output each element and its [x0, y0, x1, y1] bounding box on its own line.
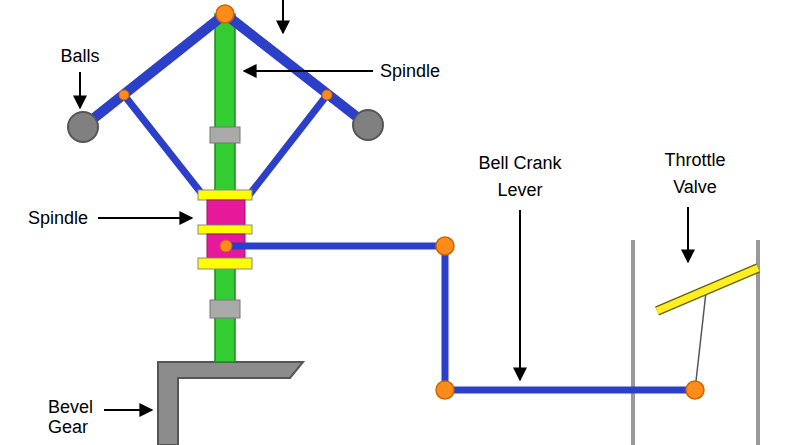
part-label: Bell Crank Lever: [465, 150, 575, 204]
sleeve-band: [198, 190, 252, 200]
leader-arrow: [98, 217, 192, 219]
joint: [436, 237, 454, 255]
joint: [322, 90, 332, 100]
part-label: Bevel Gear: [48, 397, 108, 437]
part-label: Spindle: [380, 60, 470, 82]
collar: [210, 127, 240, 143]
sleeve-band: [198, 258, 252, 269]
upper-arm: [225, 14, 366, 124]
joint: [686, 381, 704, 399]
leader-arrow: [282, 0, 284, 33]
collar: [210, 300, 240, 318]
part-label: Throttle Valve: [650, 147, 740, 201]
leader-arrow: [104, 409, 152, 411]
valve-rod: [695, 292, 706, 390]
leader-arrow: [519, 210, 521, 380]
part-label: Spindle: [28, 207, 96, 229]
bevel-gear: [158, 362, 303, 445]
leader-arrow: [79, 72, 81, 108]
joint: [119, 90, 129, 100]
lower-link: [124, 95, 202, 194]
pivot: [216, 5, 234, 23]
throttle-valve: [657, 268, 758, 311]
joint: [220, 240, 232, 252]
pipe-wall: [631, 240, 635, 445]
lower-link: [250, 95, 327, 194]
ball: [68, 112, 98, 142]
throttle-valve: [657, 268, 758, 311]
sleeve-band: [198, 225, 252, 234]
bell-crank-lever: [226, 246, 695, 390]
joint: [436, 381, 454, 399]
part-label: Balls: [45, 45, 115, 67]
leader-arrow: [244, 70, 373, 72]
upper-arm: [84, 14, 225, 126]
ball: [353, 110, 383, 140]
sleeve: [207, 200, 245, 225]
leader-arrow: [687, 207, 689, 262]
